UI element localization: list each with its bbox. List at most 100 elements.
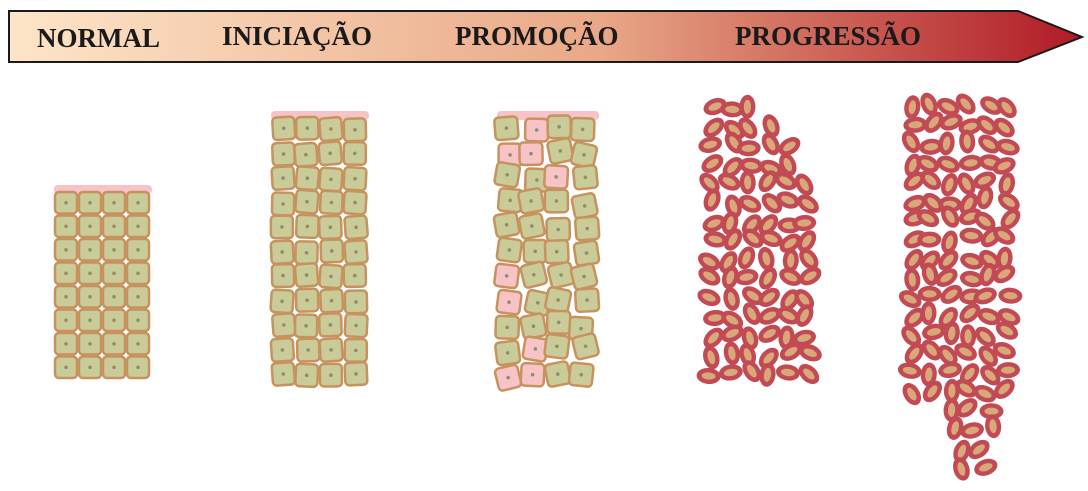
- surface-layer: [271, 111, 369, 120]
- tumor-cell: [922, 323, 946, 341]
- cell: [293, 141, 319, 168]
- cell: [294, 287, 320, 313]
- tumor-cell-body: [1001, 366, 1015, 374]
- cell: [318, 115, 344, 143]
- cell-nucleus: [535, 178, 539, 182]
- tumor-cell-body: [924, 143, 939, 151]
- cell-nucleus: [136, 201, 140, 205]
- cell-nucleus: [505, 325, 510, 330]
- cell-nucleus: [354, 323, 358, 328]
- cell: [77, 284, 103, 309]
- tumor-cell-body: [708, 332, 719, 344]
- cell-nucleus: [64, 248, 68, 252]
- tumor-cell: [737, 246, 756, 270]
- tumor-cell-body: [779, 176, 793, 186]
- cell: [343, 214, 369, 241]
- tumor-cell-body: [703, 177, 716, 189]
- tumor-cell-body: [978, 216, 991, 227]
- tumor-cell: [953, 439, 971, 463]
- tumor-cell-body: [701, 372, 716, 380]
- cell-nucleus: [112, 365, 116, 370]
- tumor-cell: [739, 94, 756, 119]
- cell-nucleus: [529, 224, 534, 228]
- tumor-cell: [903, 171, 925, 191]
- tumor-cell-body: [964, 197, 974, 211]
- tumor-cell-body: [763, 352, 775, 364]
- tumor-cell: [703, 309, 727, 327]
- tumor-cell-body: [963, 134, 971, 149]
- cell-nucleus: [583, 175, 588, 180]
- tumor-cell: [701, 154, 724, 174]
- tumor-cell-body: [726, 270, 735, 285]
- tumor-cell: [954, 342, 977, 361]
- tissue-progressao-invasive: [897, 92, 1023, 481]
- tumor-cell-body: [922, 290, 937, 298]
- tumor-cell: [997, 192, 1020, 212]
- cell: [101, 355, 127, 380]
- cell: [77, 237, 103, 262]
- cell-nucleus: [556, 320, 561, 325]
- tumor-cell-body: [708, 314, 722, 322]
- tumor-cell-body: [948, 383, 956, 398]
- tumor-cell: [759, 362, 776, 387]
- tumor-cell: [736, 140, 761, 157]
- tumor-cell: [993, 378, 1015, 399]
- cell-nucleus: [504, 274, 509, 278]
- cell: [53, 190, 79, 215]
- tumor-cell: [975, 326, 996, 347]
- tumor-cell: [993, 264, 1016, 284]
- tumor-cell-body: [726, 315, 739, 325]
- tumor-cell-body: [1000, 251, 1009, 266]
- cell-nucleus: [329, 127, 333, 131]
- tumor-cell: [777, 306, 800, 325]
- tumor-cell-body: [803, 348, 817, 357]
- tumor-cell: [798, 344, 822, 362]
- tumor-cell-body: [984, 369, 996, 381]
- tumor-cell: [938, 361, 962, 379]
- cell-nucleus: [329, 200, 334, 205]
- tumor-cell-body: [797, 334, 812, 342]
- cell-nucleus: [508, 153, 512, 157]
- tumor-cell-body: [1005, 213, 1016, 225]
- cell: [542, 164, 570, 190]
- cell-nucleus: [328, 151, 333, 156]
- tumor-cell-body: [941, 160, 955, 169]
- cell-nucleus: [504, 126, 509, 130]
- tumor-cell: [698, 252, 721, 271]
- tumor-cell: [960, 422, 984, 439]
- tumor-cell-body: [921, 213, 935, 223]
- cell-nucleus: [504, 222, 509, 227]
- tumor-cell: [898, 290, 922, 309]
- tumor-cell-body: [803, 368, 815, 380]
- tumor-cell-body: [943, 311, 954, 324]
- cell: [519, 260, 549, 289]
- tumor-cell-body: [984, 407, 999, 415]
- tumor-cell: [703, 345, 720, 370]
- tumor-cell: [941, 230, 958, 254]
- cell: [342, 165, 368, 192]
- cell-nucleus: [329, 348, 333, 352]
- tumor-cell: [916, 154, 940, 173]
- tumor-cell-body: [947, 403, 956, 417]
- cell: [519, 361, 546, 388]
- cell-nucleus: [112, 248, 116, 252]
- tumor-cell: [959, 129, 976, 154]
- tumor-cell-body: [922, 235, 937, 244]
- cell-nucleus: [281, 126, 286, 131]
- tumor-cell-body: [983, 267, 992, 282]
- cell-nucleus: [281, 273, 285, 278]
- cell-nucleus: [529, 199, 533, 203]
- cell: [571, 164, 599, 191]
- tumor-cell-body: [924, 306, 933, 321]
- tumor-cell: [904, 267, 921, 292]
- tumor-cell-body: [762, 218, 774, 231]
- cell: [546, 114, 573, 140]
- stage-arrow: NORMAL INICIAÇÃO PROMOÇÃO PROGRESSÃO: [8, 10, 1085, 63]
- cell: [493, 115, 520, 142]
- surface-layer: [54, 185, 152, 194]
- tumor-cell: [973, 171, 997, 190]
- cell-nucleus: [580, 127, 585, 132]
- cell: [293, 262, 320, 289]
- cell-nucleus: [112, 342, 116, 346]
- stage-label-progressao: PROGRESSÃO: [735, 21, 921, 51]
